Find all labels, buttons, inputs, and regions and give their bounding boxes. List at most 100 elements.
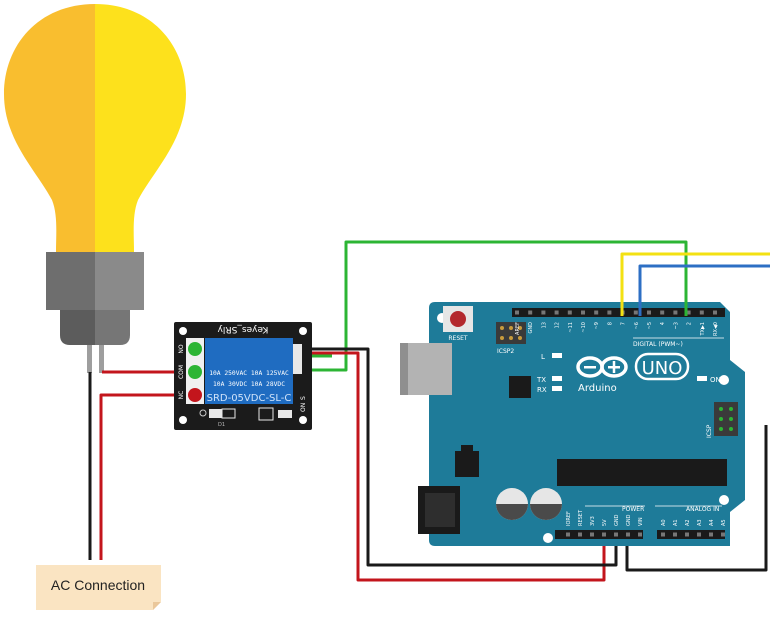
relay-transistor — [258, 407, 274, 421]
bulb-lead-left — [87, 345, 92, 373]
pin-label: 2 — [687, 322, 693, 325]
pin-label: GND — [626, 514, 632, 526]
pin-label: 4 — [660, 322, 666, 325]
pin-label: IOREF — [566, 511, 572, 526]
relay-module: Keyes_SRly NO COM NC 10A 250VAC 10A 125V… — [174, 322, 312, 430]
header-pin — [541, 310, 546, 315]
pin-label: 7 — [621, 322, 627, 325]
icsp2-header — [496, 322, 526, 344]
header-pin — [673, 532, 677, 537]
usb-port — [400, 343, 452, 395]
led-on-label: ON — [710, 376, 721, 384]
ac-note-body — [36, 565, 161, 610]
digital-label: DIGITAL (PWM~) — [633, 341, 683, 348]
relay-mount-hole — [179, 327, 187, 335]
pin-label: A5 — [721, 519, 727, 526]
led-l-label: L — [541, 353, 545, 361]
capacitor-1-mark — [496, 504, 528, 520]
pin-label: 5V — [602, 519, 608, 526]
arduino-mount-hole — [543, 533, 553, 543]
pin-label: ~9 — [594, 322, 600, 329]
header-pin — [661, 532, 665, 537]
led-on — [697, 376, 707, 381]
led-l — [552, 353, 562, 358]
pin-label: ~11 — [568, 322, 574, 333]
voltage-regulator — [455, 451, 479, 477]
terminal-screw-com — [188, 365, 202, 379]
header-pin — [673, 310, 678, 315]
relay-led-on-label: ON — [300, 403, 307, 412]
power-label: POWER — [622, 506, 644, 513]
pin-label: RESET — [578, 509, 584, 526]
pin-label: ~6 — [634, 322, 640, 329]
header-pin — [528, 310, 533, 315]
pin-label: VIN — [638, 517, 644, 526]
icsp-header — [714, 402, 738, 436]
atmega-chip — [557, 459, 727, 486]
reset-button-cap[interactable] — [450, 311, 466, 327]
pin-label: GND — [528, 322, 534, 334]
header-pin — [699, 310, 704, 315]
header-pin — [686, 310, 691, 315]
header-pin — [567, 310, 572, 315]
power-jack-inner — [425, 493, 455, 527]
relay-mount-hole — [299, 327, 307, 335]
terminal-screw-nc — [188, 388, 202, 402]
bulb-base-left — [46, 252, 95, 310]
bulb-glass-left — [4, 4, 95, 252]
relay-mount-hole — [299, 416, 307, 424]
relay-d1-label: D1 — [218, 422, 225, 428]
header-pin — [713, 310, 717, 315]
usb-chip — [509, 376, 531, 398]
bulb-glass-right — [95, 4, 186, 252]
pin-label: ~3 — [673, 322, 679, 329]
led-tx — [552, 376, 562, 381]
arduino-brand-label: Arduino — [578, 383, 617, 394]
led-tx-label: TX — [536, 376, 546, 384]
header-pin — [633, 310, 638, 315]
analog-label: ANALOG IN — [686, 506, 719, 513]
icsp2-label: ICSP2 — [497, 348, 514, 355]
header-pin — [626, 532, 630, 537]
header-pin — [578, 532, 582, 537]
header-pin — [581, 310, 585, 315]
relay-header — [293, 344, 302, 374]
pin-label: ~10 — [581, 322, 587, 333]
header-pin — [660, 310, 665, 315]
wires — [88, 240, 770, 582]
pin-label: RX◀0 — [713, 322, 719, 336]
relay-brand: Keyes_SRly — [217, 324, 269, 334]
relay-body — [205, 338, 293, 404]
capacitor-2-mark — [530, 504, 562, 520]
pin-label: AREF — [515, 322, 521, 335]
relay-led-outline — [199, 409, 207, 417]
header-pin — [614, 532, 618, 537]
relay-rating-dc: 10A 30VDC 10A 28VDC — [213, 381, 285, 388]
header-pin — [709, 532, 713, 537]
pin-label: A2 — [685, 519, 691, 526]
pin-label: ~5 — [647, 322, 653, 329]
terminal-label-nc: NC — [178, 391, 185, 400]
pin-label: 8 — [607, 322, 613, 325]
header-pin — [685, 532, 689, 537]
header-pin — [554, 310, 559, 315]
wire-black-gnd — [300, 347, 618, 567]
terminal-label-com: COM — [178, 365, 185, 379]
pin-label: A3 — [697, 519, 703, 526]
pin-label: A0 — [661, 519, 667, 526]
pin-label: GND — [614, 514, 620, 526]
icsp-label: ICSP — [706, 424, 713, 438]
header-pin — [638, 532, 642, 537]
relay-pin-s-label: S — [300, 396, 307, 400]
digital-header — [512, 308, 725, 317]
wire-ends — [620, 300, 688, 316]
header-pin — [721, 532, 725, 537]
header-pin — [647, 310, 651, 315]
arduino-mount-hole — [719, 375, 729, 385]
uno-model-label: UNO — [642, 358, 683, 379]
usb-port-edge — [400, 343, 408, 395]
header-pin — [602, 532, 606, 537]
light-bulb — [4, 4, 186, 373]
